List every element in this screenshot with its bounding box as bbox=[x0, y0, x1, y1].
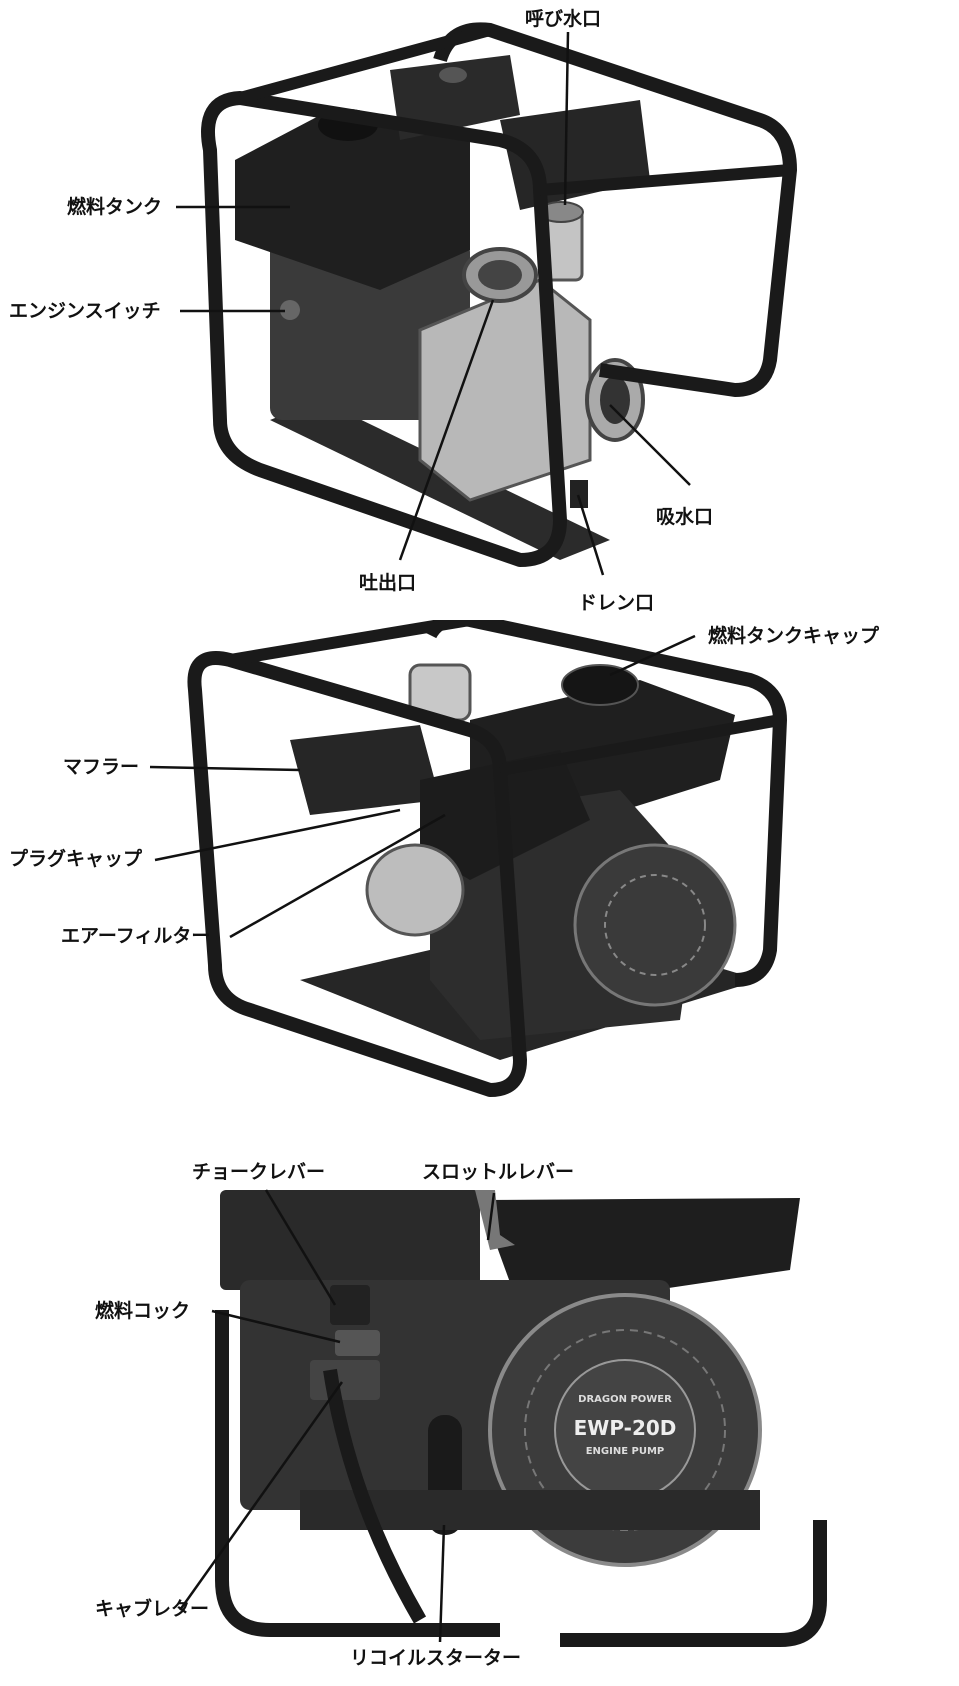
pump-housing bbox=[365, 843, 465, 937]
fuel-cock-shape bbox=[335, 1330, 380, 1356]
label-suction-port: 吸水口 bbox=[656, 506, 714, 528]
cover-brand-text: DRAGON POWER bbox=[578, 1394, 672, 1405]
fuel-tank-shape bbox=[235, 110, 470, 290]
frame-tube bbox=[187, 651, 527, 1097]
pump-side-illustration: DRAGON POWER EWP-20D ENGINE PUMP bbox=[178, 1189, 827, 1647]
frame-tube-right bbox=[560, 1520, 827, 1647]
engine-switch-shape bbox=[280, 300, 300, 320]
label-discharge-port: 吐出口 bbox=[359, 572, 417, 594]
cylinder-head bbox=[390, 55, 520, 140]
cover-model-text: EWP-20D bbox=[574, 1416, 677, 1440]
fuel-tank-shape bbox=[220, 1190, 480, 1290]
label-priming-port: 呼び水口 bbox=[525, 8, 602, 30]
frame-tube bbox=[215, 1310, 500, 1637]
label-engine-switch: エンジンスイッチ bbox=[9, 300, 161, 322]
recoil-cover-shape bbox=[573, 843, 737, 1007]
label-choke-lever: チョークレバー bbox=[192, 1161, 326, 1183]
label-fuel-cock: 燃料コック bbox=[95, 1300, 191, 1322]
cover-type-text: ENGINE PUMP bbox=[586, 1446, 665, 1457]
fuel-tank-cap-shape bbox=[561, 664, 639, 706]
panel-side-closeup: DRAGON POWER EWP-20D ENGINE PUMP チョークレバー… bbox=[0, 1160, 959, 1682]
label-plug-cap: プラグキャップ bbox=[9, 848, 143, 870]
pump-rear-illustration bbox=[149, 612, 787, 1097]
label-fuel-tank-cap: 燃料タンクキャップ bbox=[708, 625, 880, 647]
label-drain-port: ドレン口 bbox=[578, 592, 655, 614]
label-recoil-starter: リコイルスターター bbox=[350, 1647, 522, 1669]
label-muffler: マフラー bbox=[63, 756, 140, 778]
label-throttle-lever: スロットルレバー bbox=[422, 1161, 575, 1183]
label-air-filter: エアーフィルター bbox=[61, 925, 211, 947]
frame-tube bbox=[201, 91, 567, 567]
choke-lever-shape bbox=[330, 1285, 370, 1325]
carburetor-shape bbox=[310, 1360, 380, 1400]
base-rail bbox=[270, 400, 610, 560]
panel-front-view: 呼び水口 燃料タンク エンジンスイッチ 吸水口 吐出口 ドレン口 bbox=[0, 0, 959, 620]
pump-front-illustration bbox=[176, 22, 797, 576]
label-carburetor: キャブレター bbox=[95, 1598, 210, 1620]
label-fuel-tank: 燃料タンク bbox=[67, 196, 163, 218]
muffler-shape bbox=[290, 725, 440, 815]
drain-port-shape bbox=[570, 480, 588, 508]
panel-rear-view: 燃料タンクキャップ マフラー プラグキャップ エアーフィルター bbox=[0, 612, 959, 1160]
throttle-lever-shape bbox=[475, 1190, 515, 1250]
